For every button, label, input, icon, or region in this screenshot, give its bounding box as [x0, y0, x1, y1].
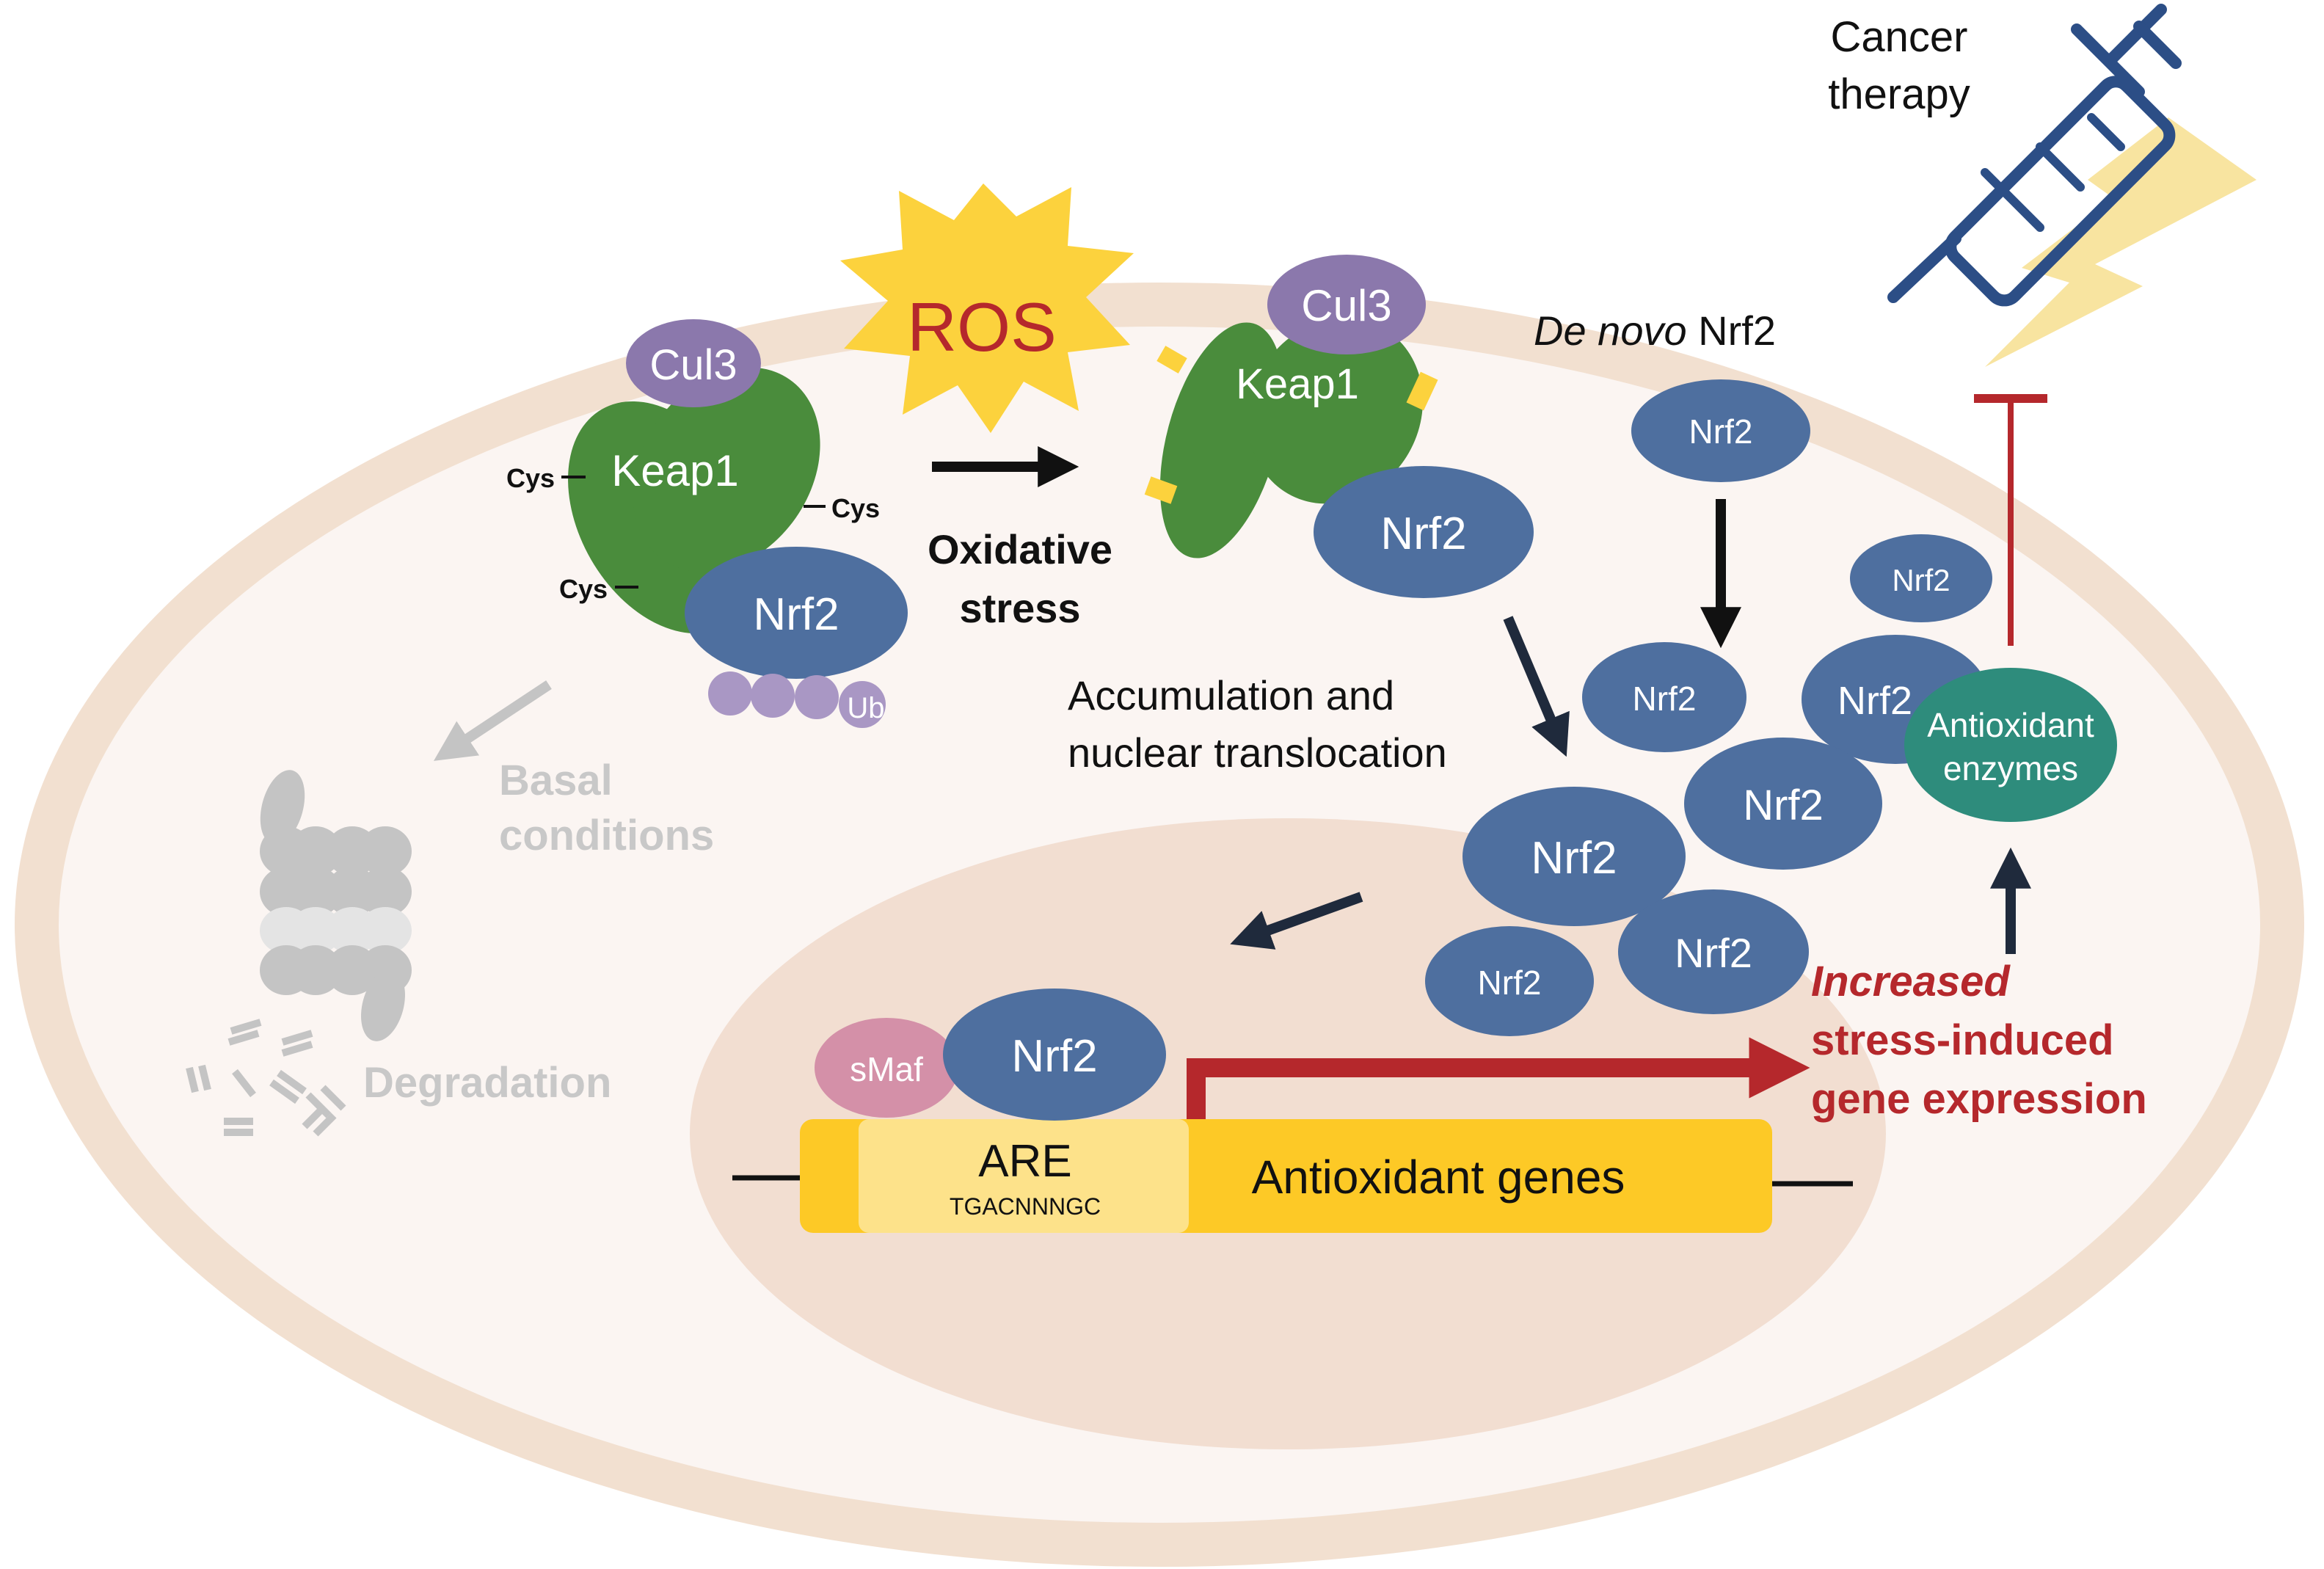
basal-degradation-arrow	[433, 680, 552, 761]
nrf2-label: Nrf2	[1892, 563, 1950, 597]
nrf2-label: Nrf2	[1478, 964, 1542, 1002]
nrf2-protein	[1425, 926, 1594, 1036]
cys-label: Cys	[506, 463, 555, 493]
ros-fragment	[1406, 371, 1438, 411]
nrf2-label: Nrf2	[1380, 509, 1466, 559]
nrf2-protein	[1462, 787, 1686, 926]
nrf2-protein	[685, 547, 908, 679]
basal-label-line2: conditions	[499, 812, 714, 859]
ros-fragment	[1156, 346, 1187, 374]
are-label: ARE	[978, 1136, 1071, 1187]
basal-label-line1: Basal	[499, 757, 613, 804]
nrf2-label: Nrf2	[1837, 679, 1912, 723]
cul3-label: Cul3	[1301, 281, 1391, 330]
nrf2-protein	[1314, 466, 1534, 598]
ubiquitin	[708, 671, 752, 716]
nrf2-protein	[1582, 642, 1746, 752]
accumulation-label-line1: Accumulation and	[1068, 672, 1394, 718]
oxidative-label-line1: Oxidative	[928, 526, 1112, 572]
nrf2-protein	[1618, 889, 1809, 1014]
nrf2-label: Nrf2	[1743, 782, 1824, 829]
proteasome-icon	[260, 770, 412, 1041]
nrf2-label: Nrf2	[1675, 930, 1752, 976]
stress-keap1-complex: Cul3 Keap1 Nrf2	[1144, 255, 1534, 598]
peptide-fragments-icon	[186, 1019, 346, 1137]
transcription-arrow	[1187, 1037, 1810, 1119]
nrf2-protein	[1684, 738, 1882, 870]
nrf2-label: Nrf2	[1011, 1031, 1097, 1082]
cancer-therapy-label-line2: therapy	[1828, 70, 1970, 118]
de-novo-italic: De novo	[1534, 307, 1687, 354]
degradation-label: Degradation	[363, 1059, 611, 1107]
keap1-label: Keap1	[611, 446, 739, 495]
accumulation-arrow	[1503, 616, 1570, 757]
nrf2-label: Nrf2	[1531, 833, 1617, 884]
ubiquitin	[751, 674, 795, 718]
accumulation-label-line2: nuclear translocation	[1068, 729, 1447, 776]
de-novo-rest: Nrf2	[1687, 307, 1776, 354]
syringe-icon	[1887, 4, 2182, 307]
enzymes-label-line2: enzymes	[1943, 749, 2078, 787]
nuclear-entry-arrow	[1230, 892, 1363, 950]
increased-label: Increased	[1811, 958, 2011, 1005]
oxidative-label-line2: stress	[959, 585, 1080, 631]
cul3-label: Cul3	[649, 341, 737, 389]
antioxidant-enzymes	[1904, 668, 2117, 822]
nrf2-protein	[1631, 379, 1810, 482]
are-element	[859, 1119, 1189, 1233]
smaf-label: sMaf	[850, 1050, 923, 1088]
keap1-lobe	[1159, 322, 1284, 558]
keap1-lobe	[633, 367, 820, 572]
antioxidant-genes-label: Antioxidant genes	[1252, 1151, 1625, 1204]
gene-expression-label: gene expression	[1811, 1075, 2147, 1123]
cul3-protein	[626, 319, 761, 407]
smaf-protein	[815, 1018, 958, 1118]
ubiquitin	[839, 681, 886, 728]
ros-burst	[840, 183, 1134, 433]
de-novo-label: De novo Nrf2	[1534, 307, 1776, 354]
ros-label: ROS	[907, 288, 1057, 365]
ubiquitin	[795, 675, 839, 719]
ub-label: Ub	[847, 692, 884, 724]
cys-label: Cys	[559, 574, 608, 604]
lightning-icon	[1985, 117, 2256, 367]
basal-keap1-complex: Cul3 Keap1 Nrf2 Ub Cys Cys Cys	[506, 319, 908, 728]
cancer-therapy-label-line1: Cancer	[1831, 13, 1968, 61]
nrf2-label: Nrf2	[1633, 680, 1697, 718]
cys-label: Cys	[831, 493, 880, 523]
keap1-lobe	[1248, 318, 1423, 504]
nrf2-label: Nrf2	[1689, 412, 1753, 451]
ros-fragment	[1144, 476, 1178, 504]
enzymes-label-line1: Antioxidant	[1927, 706, 2094, 744]
nrf2-label: Nrf2	[753, 589, 839, 640]
keap1-label: Keap1	[1236, 360, 1359, 408]
nrf2-protein	[943, 989, 1166, 1121]
are-sequence-label: TGACNNNGC	[950, 1193, 1101, 1220]
cul3-protein	[1267, 255, 1426, 354]
stress-induced-label: stress-induced	[1811, 1016, 2114, 1064]
nrf2-protein	[1850, 534, 1992, 622]
